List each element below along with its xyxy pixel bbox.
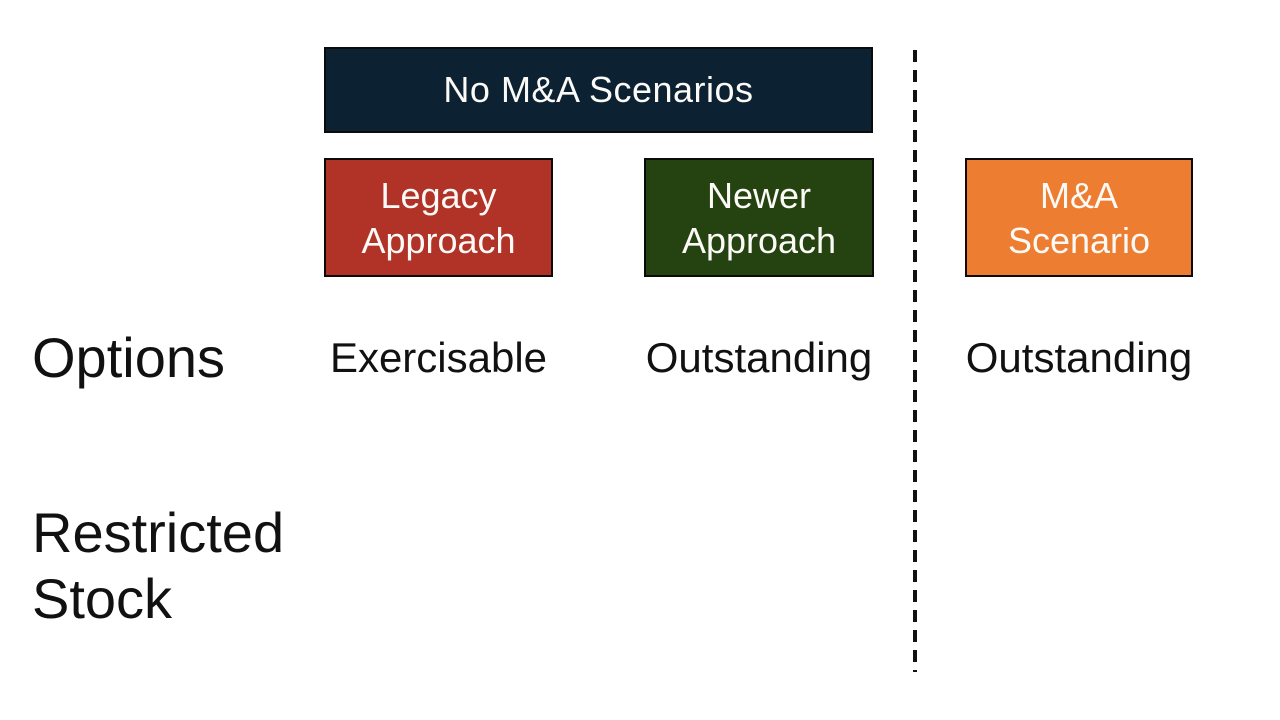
row-label-restricted-stock: Restricted Stock xyxy=(32,501,285,630)
column-box-ma-scenario: M&A Scenario xyxy=(965,158,1193,277)
column-box-newer-approach: Newer Approach xyxy=(644,158,874,277)
cell-options-legacy: Exercisable xyxy=(329,334,548,381)
column-box-legacy-approach: Legacy Approach xyxy=(324,158,553,277)
scenario-divider-dashed-line xyxy=(913,50,917,672)
no-ma-scenarios-group-box: No M&A Scenarios xyxy=(324,47,873,133)
column-label-ma-scenario: M&A Scenario xyxy=(1007,174,1151,261)
cell-options-ma: Outstanding xyxy=(965,334,1193,381)
group-header-label: No M&A Scenarios xyxy=(443,69,754,110)
column-label-legacy-approach: Legacy Approach xyxy=(361,174,516,261)
row-label-options: Options xyxy=(32,326,225,389)
cell-options-newer: Outstanding xyxy=(645,334,873,381)
column-label-newer-approach: Newer Approach xyxy=(681,174,837,261)
